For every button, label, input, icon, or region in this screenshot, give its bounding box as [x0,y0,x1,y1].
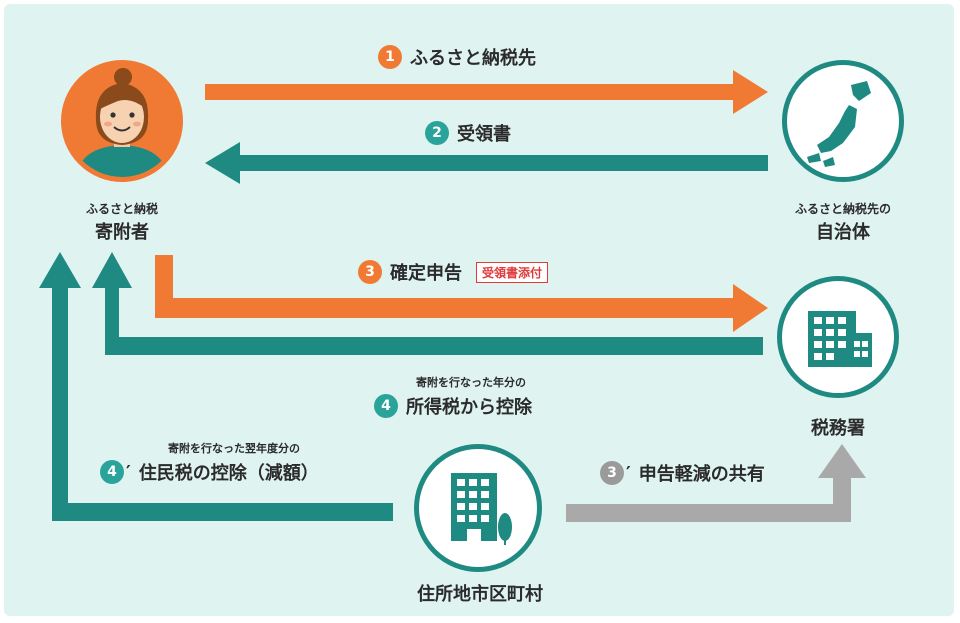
step-2-badge: 2 [425,121,449,145]
arrow-income-tax-deduction [92,252,763,355]
tax-office-label: 税務署 [811,418,865,439]
step-1-text: ふるさと納税先 [410,48,536,69]
step-4-prime-mark: ′ [126,461,131,483]
donor-label: 寄附者 [95,222,149,243]
tax-office-circle [777,276,899,398]
step-4-prime-text: 住民税の控除（減額） [138,463,319,484]
step-3-label: 3 確定申告 受領書添付 [358,259,549,285]
step-4-prime-note: 寄附を行なった翌年度分の [168,442,300,455]
step-4-badge: 4 [374,394,398,418]
step-3-prime-label: 3 ′ 申告軽減の共有 [600,460,765,486]
step-4-prime-label: 4 ′ 住民税の控除（減額） [100,459,319,485]
step-3-prime-badge: 3 [600,461,624,485]
step-2-text: 受領書 [457,124,511,145]
receipt-attached-tag: 受領書添付 [476,261,549,283]
office-building-icon [782,281,894,393]
donor-sub-label: ふるさと納税 [85,202,158,216]
arrow-donation [205,70,768,114]
step-3-text: 確定申告 [390,263,462,284]
step-2-label: 2 受領書 [425,120,511,146]
step-3-prime-text: 申告軽減の共有 [638,464,765,485]
arrow-tax-return [155,255,768,332]
municipality-circle [782,60,904,182]
person-avatar-icon [66,65,178,177]
arrow-share-return [566,444,866,522]
municipality-sub-label: ふるさと納税先の [794,202,891,216]
step-3-badge: 3 [358,260,382,284]
residence-label: 住所地市区町村 [417,584,543,605]
step-4-prime-badge: 4 [100,460,124,484]
donor-circle [61,60,183,182]
step-1-badge: 1 [378,45,402,69]
step-1-label: 1 ふるさと納税先 [378,44,536,70]
arrow-receipt [205,142,768,184]
step-4-note: 寄附を行なった年分の [416,376,526,389]
step-4-text: 所得税から控除 [406,397,532,418]
arrow-resident-tax-deduction [39,252,393,521]
municipality-label: 自治体 [816,222,870,243]
residence-circle [414,444,542,572]
step-4-label: 4 所得税から控除 [374,393,532,419]
step-3-prime-mark: ′ [626,462,631,484]
city-hall-building-icon [419,449,537,567]
japan-map-icon [787,65,899,177]
